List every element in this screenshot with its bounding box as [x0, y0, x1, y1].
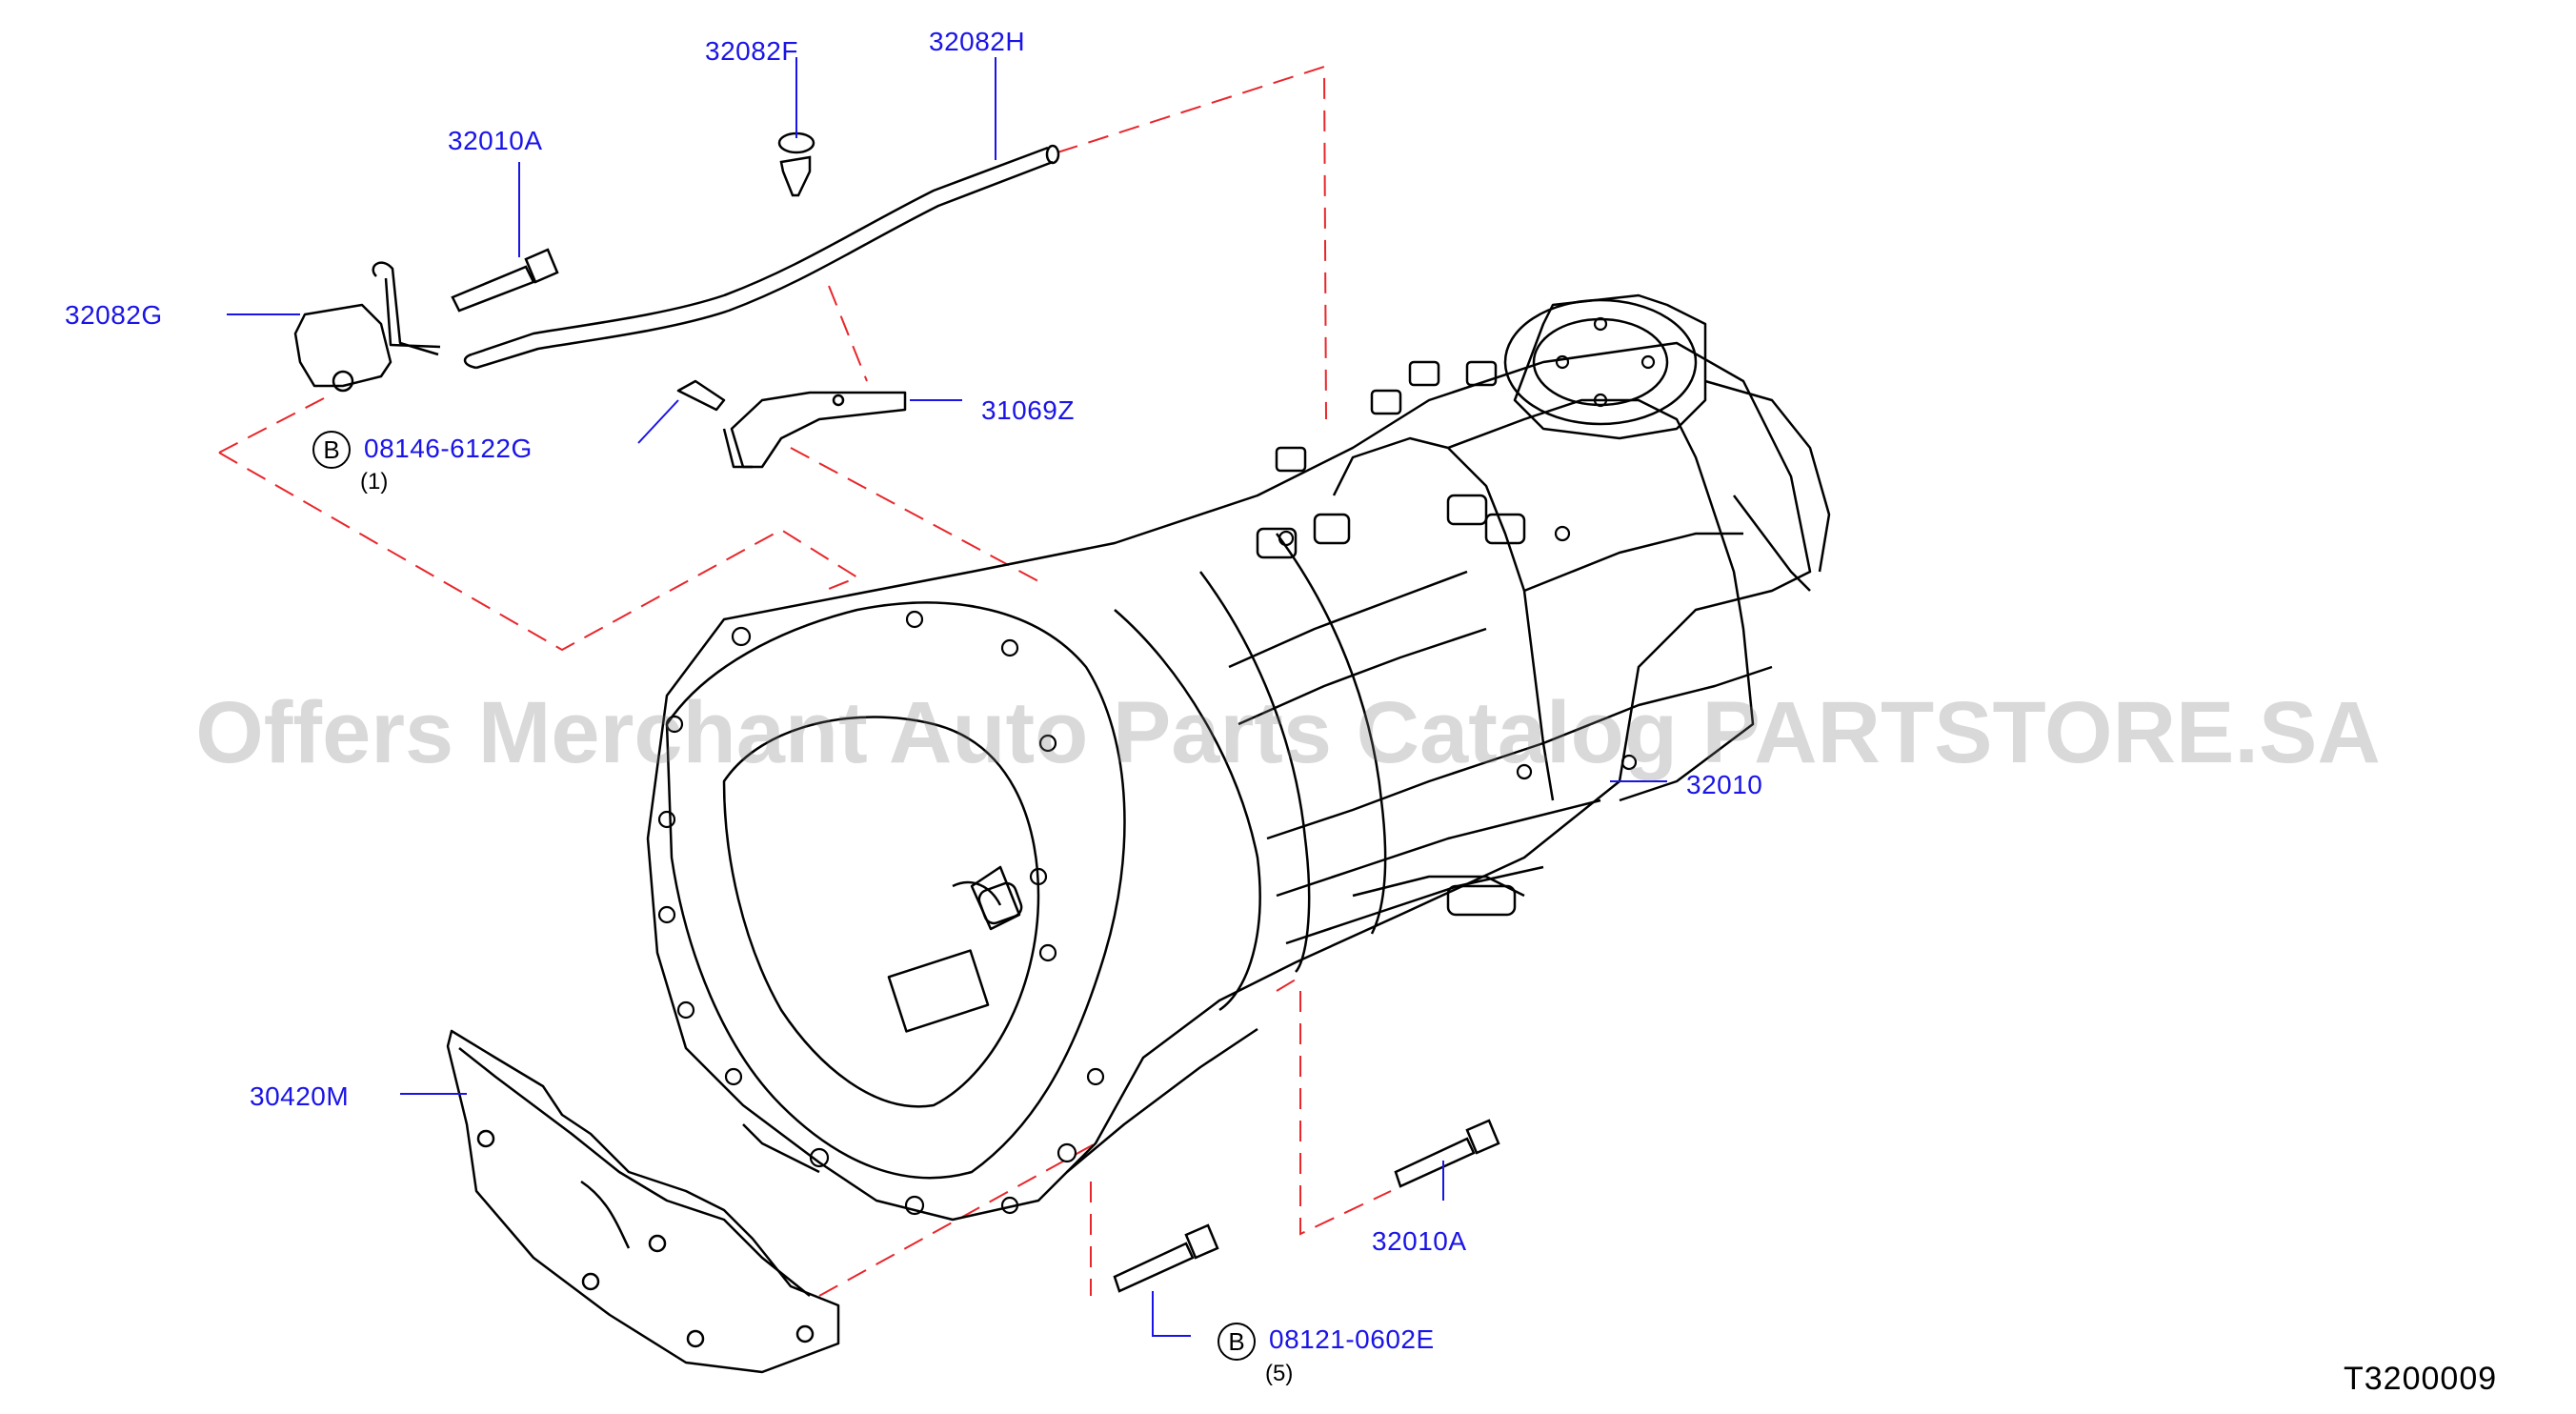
transmission-bolt-holes	[657, 316, 1656, 1216]
callout-32010A-top: 32010A	[448, 126, 543, 155]
drawing-code: T3200009	[2344, 1361, 2498, 1397]
callout-32010A-bottom: 32010A	[1372, 1226, 1467, 1256]
callout-qty-5: (5)	[1265, 1361, 1294, 1386]
bolt-08121-0602E	[1113, 1223, 1219, 1293]
leader-lines	[227, 57, 1667, 1337]
breather-tube	[293, 261, 441, 393]
callout-32082F: 32082F	[705, 36, 798, 66]
bracket-31069Z	[676, 379, 907, 469]
callout-32010: 32010	[1686, 770, 1763, 799]
clip-32082F	[777, 131, 815, 197]
bolt-32010A-top	[451, 248, 559, 313]
transmission-case	[646, 293, 1831, 1222]
assembly-dashed-guides	[218, 65, 1392, 1297]
callout-31069Z: 31069Z	[981, 395, 1075, 425]
callout-badge-B-bottom: B	[1218, 1323, 1256, 1361]
callout-08146-6122G: 08146-6122G	[364, 434, 533, 463]
callout-32082G: 32082G	[65, 300, 163, 330]
callout-32082H: 32082H	[929, 27, 1026, 56]
bolt-32010A-bottom	[1394, 1119, 1500, 1188]
callout-qty-1: (1)	[360, 469, 389, 495]
watermark-text: Offers Merchant Auto Parts Catalog PARTS…	[195, 684, 2381, 781]
callout-badge-B-top: B	[312, 431, 351, 469]
callout-08121-0602E: 08121-0602E	[1269, 1324, 1435, 1354]
breather-hose	[463, 144, 1060, 370]
dust-cover-plate	[446, 1029, 840, 1374]
callout-30420M: 30420M	[250, 1081, 350, 1111]
